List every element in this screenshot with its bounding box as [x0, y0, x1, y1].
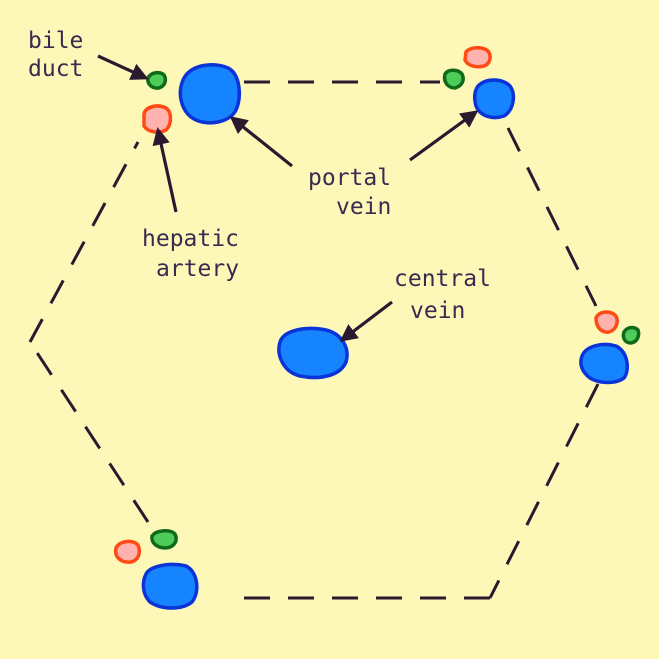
portal-vein-bottom-left: [141, 562, 199, 610]
portal-triad-top-right: [442, 46, 516, 120]
label-portal-vein-line1: portal: [308, 165, 391, 191]
portal-vein-right: [579, 342, 630, 385]
label-central-vein-line1: central: [394, 266, 491, 292]
label-portal-vein-line2: vein: [336, 194, 391, 220]
label-bile-duct-line2: duct: [28, 56, 83, 82]
central-vein: [277, 326, 349, 380]
portal-triad-right: [579, 310, 641, 385]
label-hepatic-artery-line2: artery: [156, 256, 239, 282]
hepatic-artery-top-left: [142, 104, 173, 134]
lobule-border: [28, 80, 600, 600]
border-edge-lower-left: [28, 341, 150, 523]
portal-vein-top-left: [178, 63, 242, 125]
border-edge-upper-right: [506, 127, 598, 307]
pointer-arrows: [97, 54, 479, 342]
hepatic-artery-bottom-left: [113, 539, 142, 564]
portal-triad-top-left: [142, 63, 242, 134]
label-bile-duct-line1: bile: [28, 28, 83, 54]
labels: bile duct portal vein hepatic artery cen…: [28, 28, 491, 324]
border-edge-lower-right: [488, 383, 600, 599]
label-hepatic-artery-line1: hepatic: [142, 226, 239, 252]
bile-duct-right: [621, 325, 641, 345]
portal-triad-bottom-left: [113, 529, 199, 610]
hepatic-artery-right: [594, 310, 619, 334]
bile-duct-top-right: [442, 68, 465, 90]
arrow-to-central-vein: [339, 300, 393, 342]
hepatic-artery-top-right: [463, 46, 492, 69]
label-central-vein-line2: vein: [410, 298, 465, 324]
arrow-to-hepatic-artery: [152, 127, 178, 213]
bile-duct-bottom-left: [150, 529, 178, 550]
arrow-to-portal-vein-left: [229, 116, 293, 168]
arrow-to-bile-duct: [97, 54, 149, 80]
bile-duct-top-left: [146, 70, 168, 90]
arrow-to-portal-vein-right: [409, 110, 479, 162]
portal-vein-top-right: [472, 78, 516, 120]
border-edge-upper-left: [28, 141, 140, 343]
